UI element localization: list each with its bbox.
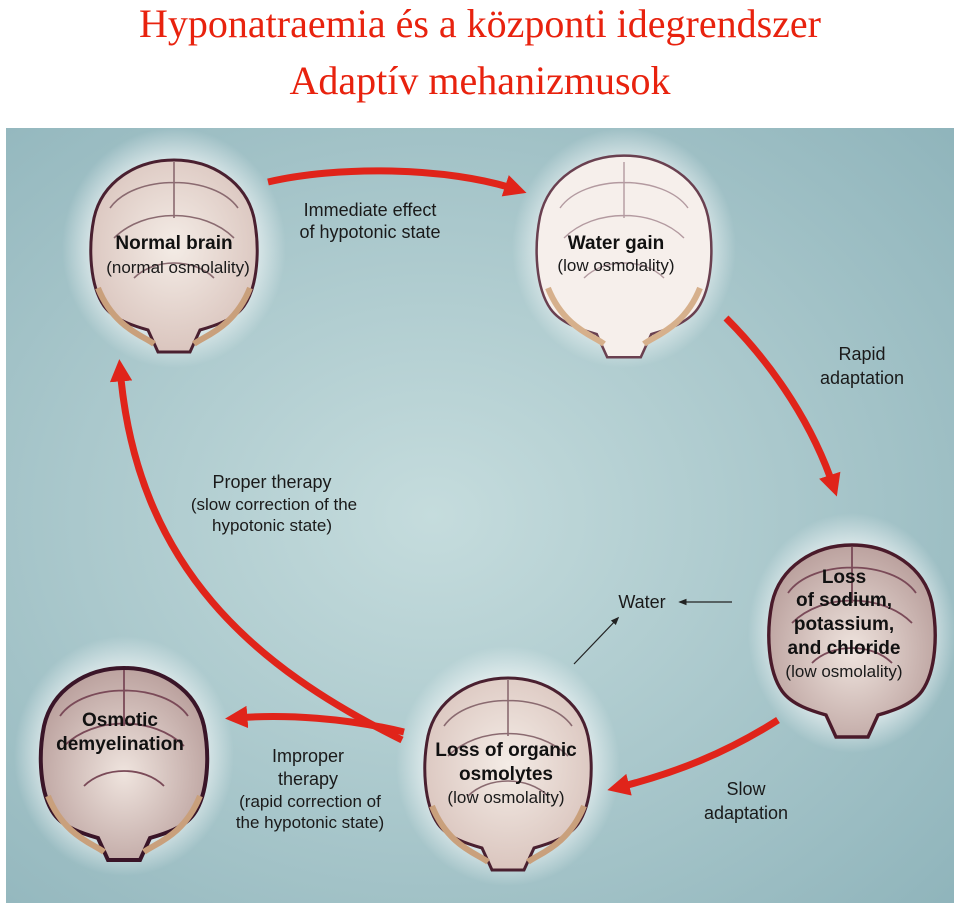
brain-normal	[62, 128, 286, 368]
label-slow-2: adaptation	[704, 803, 788, 823]
label-potassium: potassium,	[794, 614, 894, 635]
title-line-2: Adaptív mehanizmusok	[289, 58, 671, 103]
label-chloride: and chloride	[788, 638, 901, 659]
label-rapid-1: Rapid	[838, 344, 885, 364]
label-loss-organic-osmolality: (low osmolality)	[447, 788, 564, 807]
brain-loss-organic	[396, 646, 620, 886]
label-demyelination: demyelination	[56, 734, 184, 755]
label-proper-3: hypotonic state)	[212, 516, 332, 535]
label-improper-1: Improper	[272, 746, 344, 766]
label-improper-2: therapy	[278, 769, 338, 789]
label-loss: Loss	[822, 567, 866, 588]
label-water: Water	[618, 592, 665, 612]
label-rapid-2: adaptation	[820, 368, 904, 388]
label-slow-1: Slow	[726, 779, 766, 799]
label-osmotic: Osmotic	[82, 710, 158, 731]
arrow-proper	[109, 359, 404, 744]
arrow-slow	[607, 717, 780, 796]
arrow-water-up	[573, 616, 620, 665]
label-improper-4: the hypotonic state)	[236, 813, 384, 832]
brain-loss-ions	[748, 513, 954, 753]
label-proper-2: (slow correction of the	[191, 495, 357, 514]
label-improper-3: (rapid correction of	[239, 792, 381, 811]
label-normal-brain: Normal brain	[115, 233, 232, 254]
label-water-gain-osmolality: (low osmolality)	[557, 256, 674, 275]
arrow-rapid	[723, 315, 841, 497]
title-line-1: Hyponatraemia és a központi idegrendszer	[139, 1, 821, 46]
label-proper-1: Proper therapy	[212, 472, 331, 492]
label-sodium: of sodium,	[796, 590, 892, 611]
label-osmolytes: osmolytes	[459, 764, 553, 785]
arrow-immediate	[267, 167, 527, 197]
label-loss-organic: Loss of organic	[435, 740, 577, 761]
brain-water-gain	[512, 128, 736, 368]
label-immediate-1: Immediate effect	[304, 200, 437, 220]
brain-demyelination	[14, 636, 234, 876]
label-normal-osmolality: (normal osmolality)	[106, 258, 250, 277]
label-water-gain: Water gain	[568, 233, 664, 254]
label-immediate-2: of hypotonic state	[299, 222, 440, 242]
label-loss-ions-osmolality: (low osmolality)	[785, 662, 902, 681]
hyponatremia-diagram: Normal brain (normal osmolality) Water g…	[6, 128, 954, 903]
